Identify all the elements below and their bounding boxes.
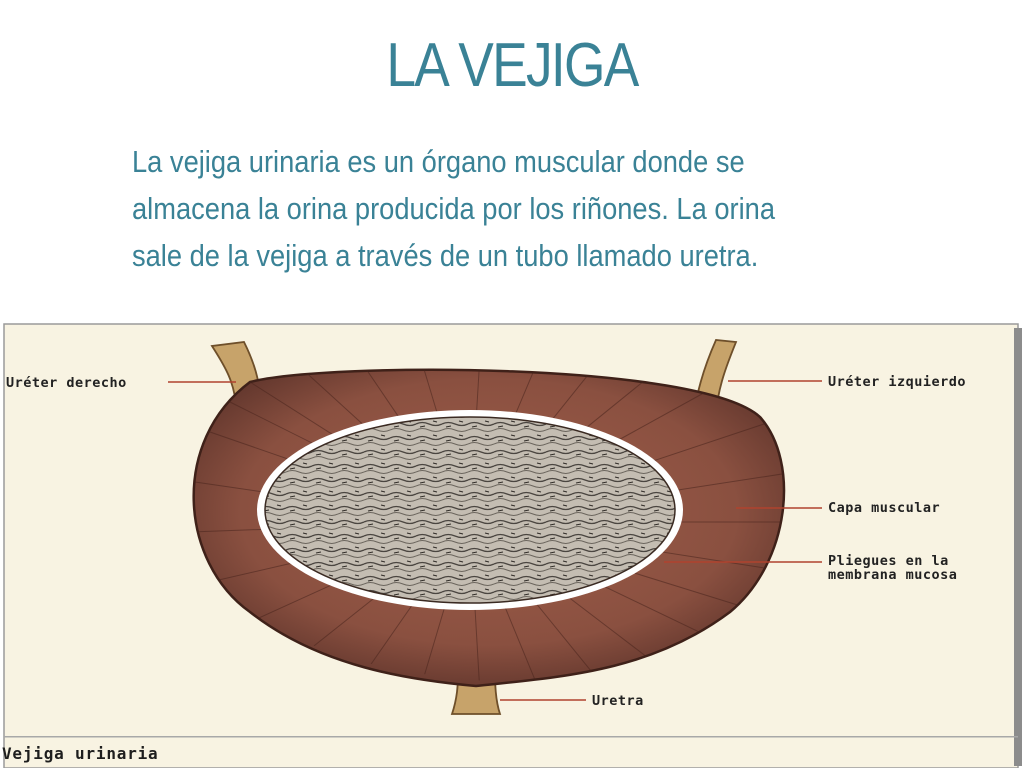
slide-description: La vejiga urinaria es un órgano muscular…	[132, 144, 775, 273]
slide-title: LA VEJIGA	[386, 31, 639, 100]
label-folds-line1: Pliegues en la	[828, 553, 949, 569]
label-urethra: Uretra	[592, 693, 644, 709]
bladder-diagram-svg: Uréter derecho Uréter izquierdo Capa mus…	[2, 323, 1022, 768]
bladder-lumen	[264, 416, 676, 604]
bladder-diagram: Uréter derecho Uréter izquierdo Capa mus…	[0, 322, 1024, 768]
panel-shadow	[1014, 328, 1022, 766]
caption-divider	[4, 736, 1018, 738]
diagram-caption: Vejiga urinaria	[2, 744, 159, 763]
label-ureter-left: Uréter izquierdo	[828, 374, 966, 390]
label-ureter-right: Uréter derecho	[6, 375, 127, 391]
label-muscle-layer: Capa muscular	[828, 500, 940, 516]
leader-lines	[168, 380, 822, 701]
label-folds-line2: membrana mucosa	[828, 567, 957, 583]
